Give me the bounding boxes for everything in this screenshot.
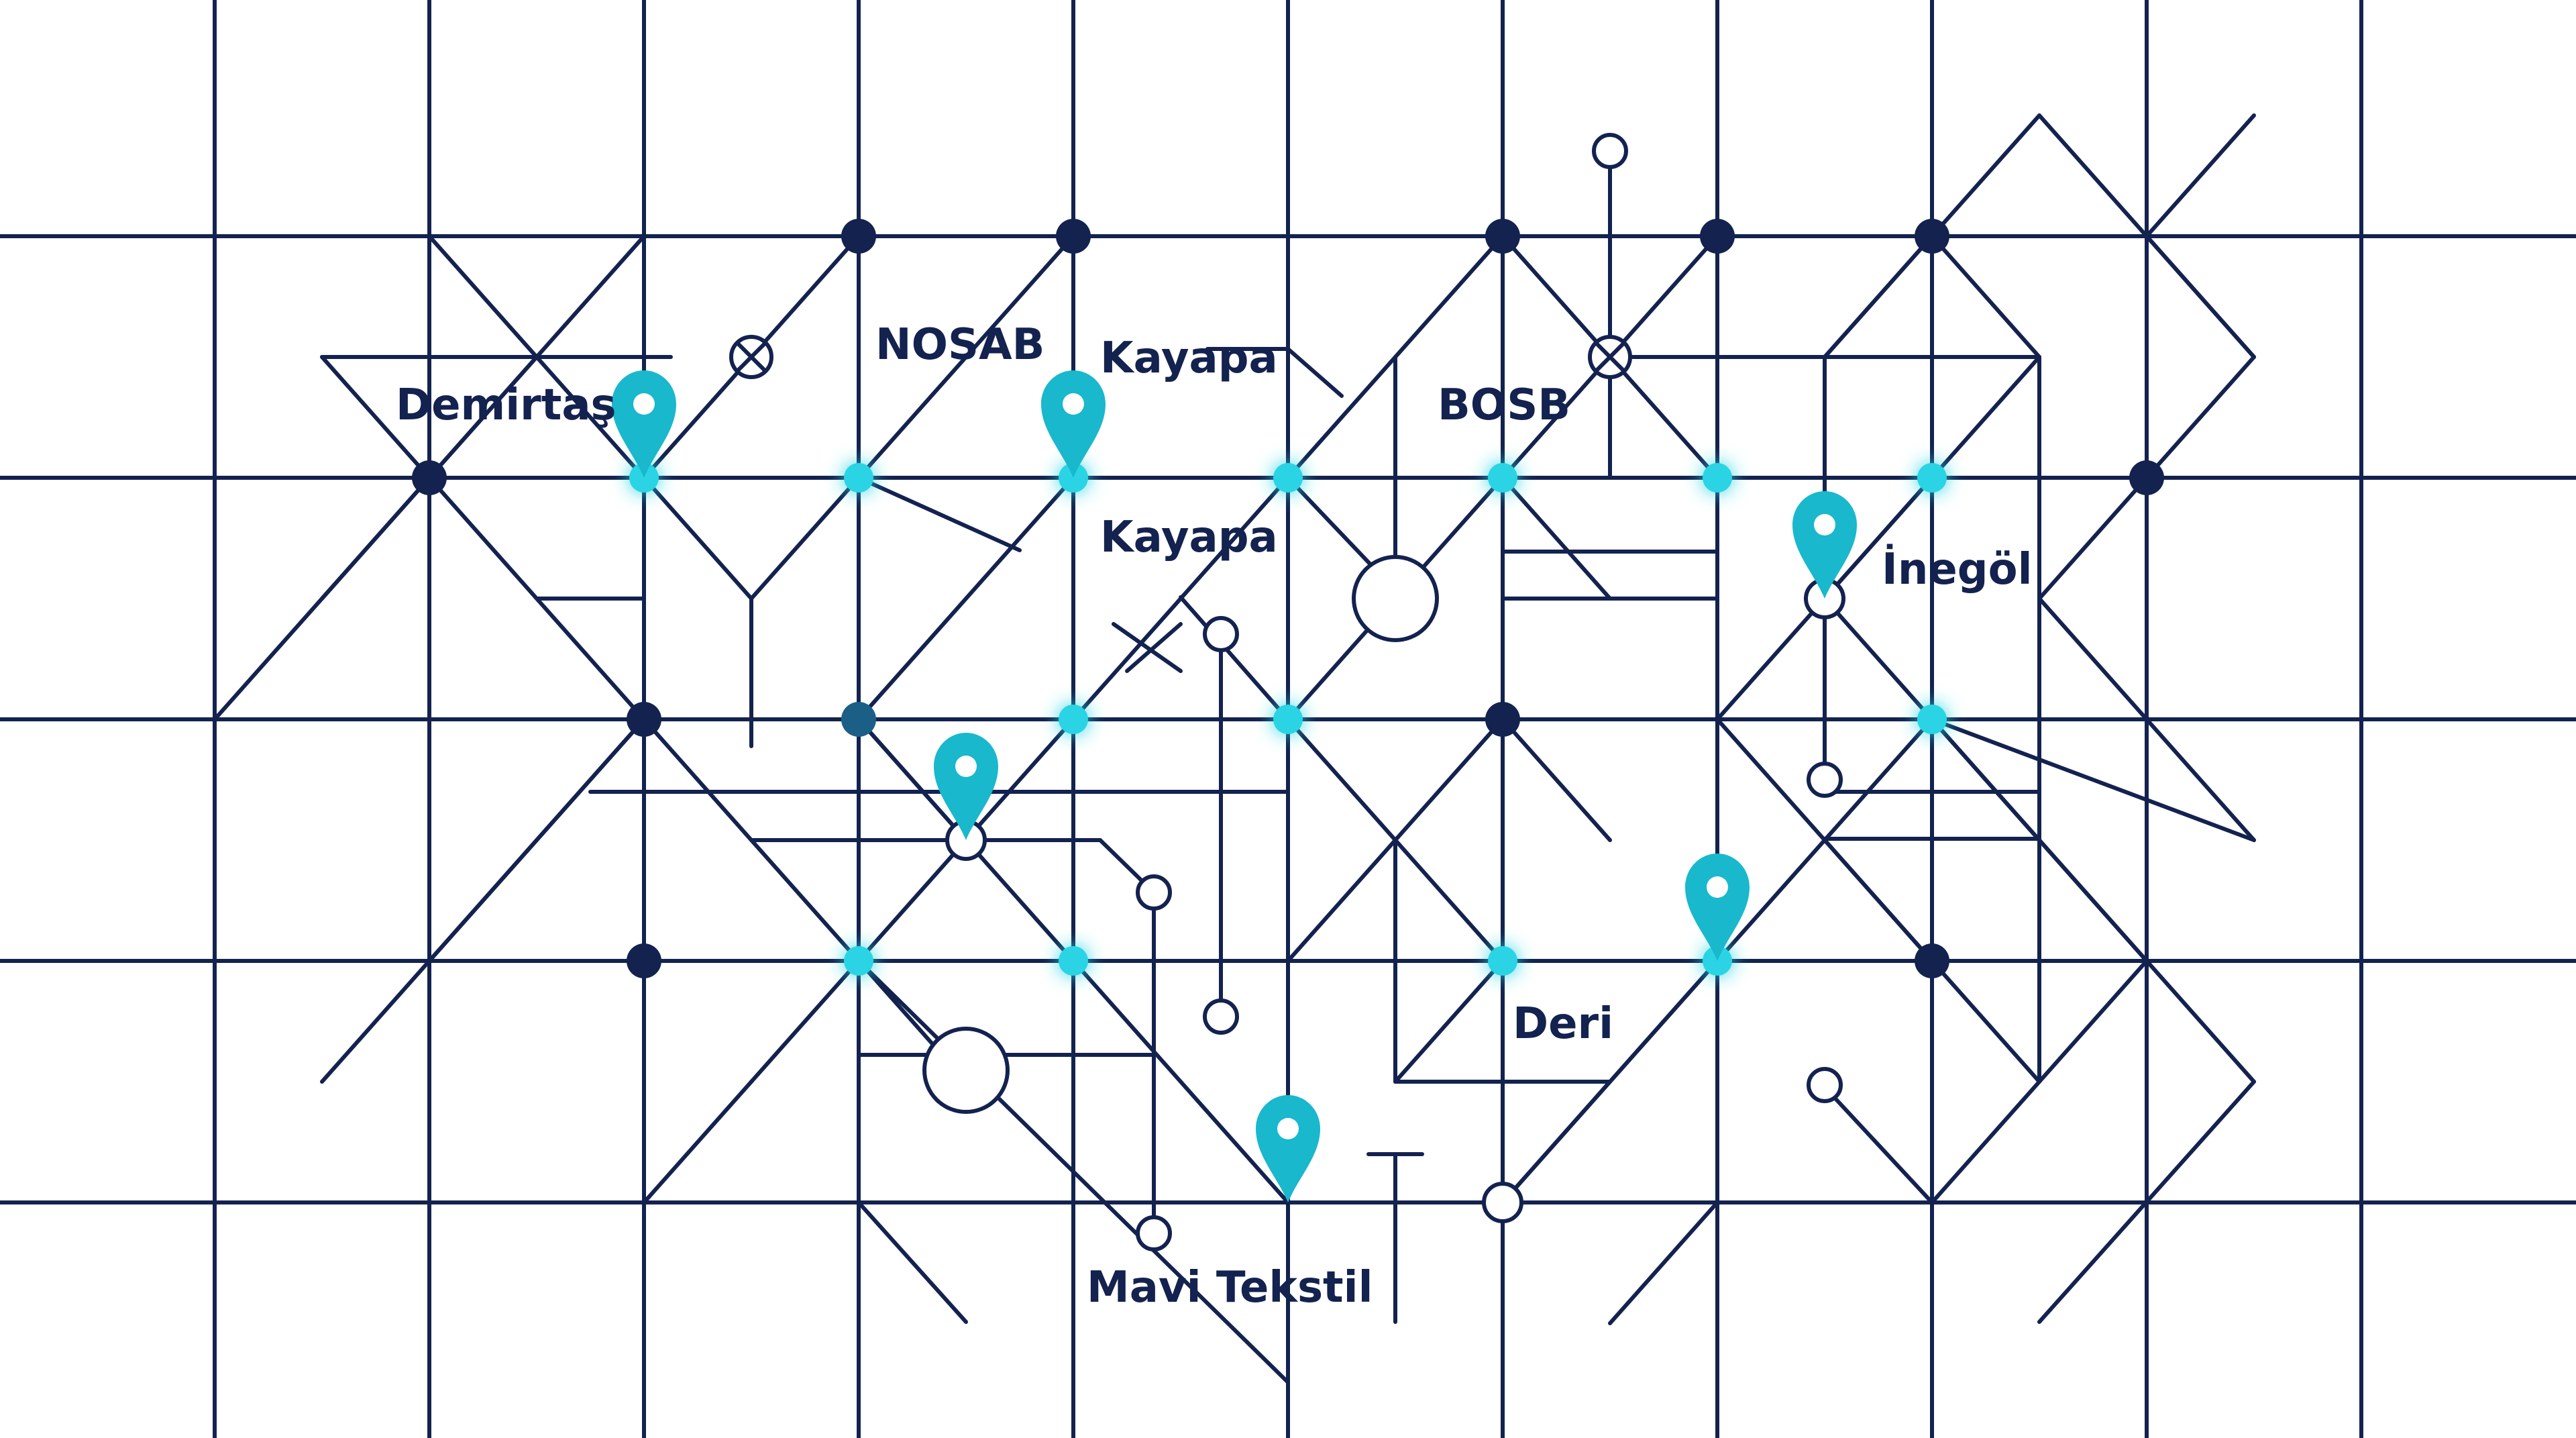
label-deri: Deri bbox=[1513, 999, 1613, 1049]
terminal-rings bbox=[729, 133, 1845, 1251]
location-pin-icon bbox=[1041, 370, 1106, 478]
node bbox=[627, 943, 661, 978]
terminal bbox=[1482, 1182, 1523, 1223]
terminal bbox=[1136, 1215, 1172, 1251]
terminal bbox=[1592, 133, 1628, 169]
label-demirtas: Demirtaş bbox=[396, 380, 616, 430]
glow-node bbox=[1273, 705, 1303, 734]
label-nosab: NOSAB bbox=[875, 320, 1044, 370]
terminal bbox=[1136, 874, 1172, 911]
location-pins bbox=[612, 370, 1857, 1202]
node bbox=[1915, 943, 1949, 978]
glow-node bbox=[629, 463, 659, 493]
glow-node bbox=[1273, 463, 1303, 493]
location-pin-icon bbox=[612, 370, 676, 478]
terminal bbox=[1807, 762, 1843, 798]
node bbox=[1485, 219, 1520, 254]
label-inegol: İnegöl bbox=[1882, 544, 2033, 595]
glow-node bbox=[1059, 463, 1088, 493]
node bbox=[1700, 219, 1735, 254]
place-labels: Demirtaş NOSAB Kayapa BOSB Kayapa İnegöl… bbox=[396, 320, 2033, 1313]
glow-node bbox=[1917, 463, 1947, 493]
glow-node bbox=[1703, 946, 1732, 976]
node bbox=[841, 702, 876, 737]
node bbox=[627, 702, 661, 737]
glowing-nodes bbox=[629, 463, 1947, 976]
terminal bbox=[1203, 616, 1239, 652]
glow-node bbox=[1488, 463, 1517, 493]
label-mavi-tekstil: Mavi Tekstil bbox=[1087, 1263, 1373, 1313]
node bbox=[412, 460, 447, 495]
node bbox=[841, 219, 876, 254]
terminal bbox=[1807, 1067, 1843, 1103]
node bbox=[1915, 219, 1949, 254]
label-kayapa-top: Kayapa bbox=[1100, 333, 1278, 383]
node bbox=[1485, 702, 1520, 737]
glow-node bbox=[1488, 946, 1517, 976]
node bbox=[1056, 219, 1091, 254]
glow-node bbox=[844, 946, 873, 976]
location-pin-icon bbox=[1685, 854, 1750, 961]
location-pin-icon bbox=[1256, 1095, 1320, 1202]
glow-node bbox=[1917, 705, 1947, 734]
glow-node bbox=[1703, 463, 1732, 493]
glow-node bbox=[844, 463, 873, 493]
node bbox=[2129, 460, 2164, 495]
glow-node bbox=[1059, 705, 1088, 734]
glow-node bbox=[1059, 946, 1088, 976]
location-pin-icon bbox=[934, 733, 998, 840]
location-pin-icon bbox=[1792, 491, 1857, 599]
terminal bbox=[1203, 998, 1239, 1035]
terminal bbox=[1352, 555, 1439, 642]
label-kayapa-mid: Kayapa bbox=[1100, 513, 1278, 562]
label-bosb: BOSB bbox=[1438, 380, 1570, 430]
network-nodes bbox=[412, 219, 2164, 978]
diagonal-connections bbox=[213, 113, 2256, 1384]
terminal bbox=[922, 1027, 1010, 1114]
